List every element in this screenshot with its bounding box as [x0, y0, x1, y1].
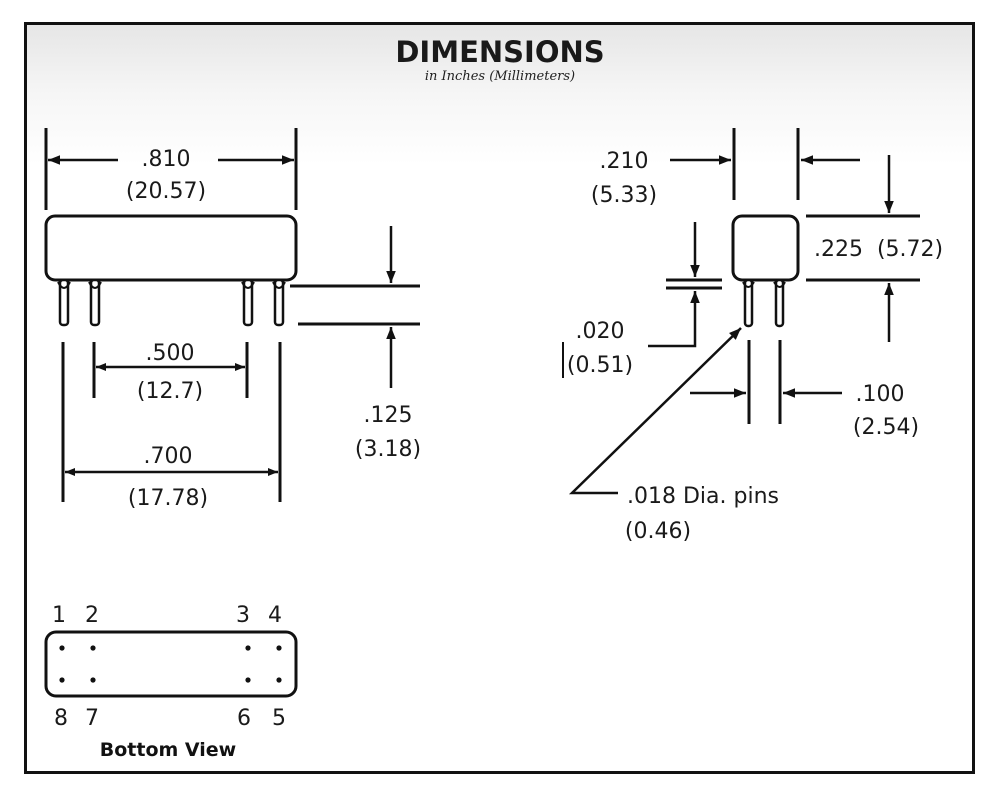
page-subtitle: in Inches (Millimeters) — [425, 69, 575, 84]
pin-label-5: 5 — [272, 706, 286, 731]
pin-dot-3 — [245, 645, 251, 651]
standoff-in: .020 — [576, 319, 625, 344]
page-title: DIMENSIONS — [395, 35, 604, 69]
pin-side-2 — [774, 278, 785, 328]
pin-label-3: 3 — [236, 603, 250, 628]
relay-body-side — [731, 214, 800, 282]
outer-spacing-mm: (17.78) — [128, 486, 208, 511]
front-view: .810 (20.57) .500 (12.7) .700 (17.78) — [44, 128, 421, 511]
pin-length-in: .125 — [364, 403, 413, 428]
pin-front-1 — [58, 278, 70, 327]
bottom-view: 1 2 3 4 8 7 6 5 Bottom View — [44, 603, 298, 761]
bottom-view-label: Bottom View — [100, 739, 237, 761]
pin-dot-6 — [245, 677, 251, 683]
relay-body-bottom — [44, 630, 298, 698]
side-view: .210 (5.33) .225 (5.72) .020 (0.51) .100… — [562, 128, 943, 544]
body-width-mm: (5.33) — [591, 183, 657, 208]
pin-front-2 — [89, 278, 101, 327]
standoff-arrow-bottom — [648, 291, 700, 348]
overall-width-in: .810 — [142, 147, 191, 172]
body-width-in: .210 — [600, 149, 649, 174]
pin-diameter-mm: (0.46) — [625, 519, 691, 544]
front-pins — [57, 278, 286, 327]
pin-dot-1 — [59, 645, 65, 651]
relay-body-front — [44, 214, 298, 282]
pin-label-7: 7 — [85, 706, 99, 731]
outer-spacing-in: .700 — [144, 444, 193, 469]
body-height: .225 (5.72) — [814, 237, 943, 262]
pin-label-6: 6 — [237, 706, 251, 731]
inner-spacing-mm: (12.7) — [137, 379, 203, 404]
pin-diameter-leader — [568, 327, 742, 495]
pin-dot-2 — [90, 645, 96, 651]
pin-side-1 — [743, 278, 754, 328]
pin-front-3 — [242, 278, 254, 327]
pin-length-mm: (3.18) — [355, 437, 421, 462]
pin-dot-5 — [276, 677, 282, 683]
overall-width-mm: (20.57) — [126, 179, 206, 204]
pin-label-4: 4 — [268, 603, 282, 628]
pin-dot-8 — [59, 677, 65, 683]
pin-diameter-in: .018 Dia. pins — [627, 484, 779, 509]
inner-spacing-in: .500 — [146, 341, 195, 366]
pin-label-2: 2 — [85, 603, 99, 628]
pin-dot-7 — [90, 677, 96, 683]
row-spacing-in: .100 — [856, 382, 905, 407]
pin-label-1: 1 — [52, 603, 66, 628]
row-spacing-mm: (2.54) — [853, 415, 919, 440]
pin-label-8: 8 — [54, 706, 68, 731]
pin-front-4 — [273, 278, 285, 327]
pin-dot-4 — [276, 645, 282, 651]
standoff-mm: (0.51) — [567, 353, 633, 378]
